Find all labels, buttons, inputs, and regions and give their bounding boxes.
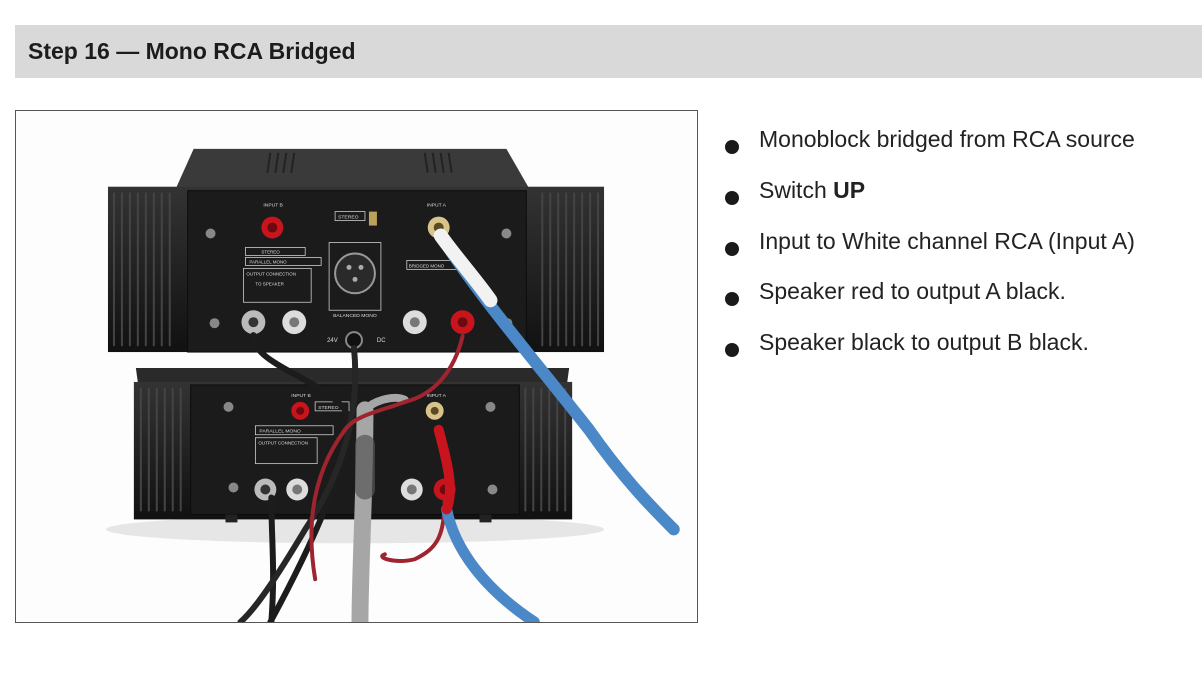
cables (237, 228, 680, 622)
upper-stereo-box-label: STEREO (261, 249, 280, 254)
step-photo: INPUT B STEREO INPUT A PARALLEL MONO OUT… (15, 110, 698, 623)
bullet-text: Monoblock bridged from RCA source (759, 126, 1135, 152)
bullet-dot-icon (725, 190, 739, 205)
upper-parallel-mono-label: PARALLEL MONO (249, 259, 287, 264)
upper-balanced-mono-label: BALANCED MONO (333, 313, 377, 319)
upper-output-connection-label: OUTPUT CONNECTION (246, 271, 296, 276)
step-title: Step 16 — Mono RCA Bridged (28, 38, 356, 64)
bullet-dot-icon (725, 292, 739, 307)
bullet-item: Input to White channel RCA (Input A) (725, 225, 1185, 259)
amplifier-photo-illustration: INPUT B STEREO INPUT A PARALLEL MONO OUT… (16, 111, 697, 622)
upper-stereo-label: STEREO (338, 215, 359, 221)
bullet-emphasis: UP (833, 176, 866, 203)
upper-input-a-label: INPUT A (427, 203, 447, 209)
lower-output-connection-label: OUTPUT CONNECTION (258, 441, 308, 446)
upper-bridged-mono-label: BRIDGED MONO (409, 263, 445, 268)
lower-stereo-label: STEREO (318, 405, 339, 411)
step-header: Step 16 — Mono RCA Bridged (15, 25, 1202, 78)
bullet-item: Speaker red to output A black. (725, 275, 1185, 309)
step-bullet-list: Monoblock bridged from RCA source Switch… (725, 123, 1185, 377)
bullet-dot-icon (725, 343, 739, 358)
bullet-dot-icon (725, 241, 739, 256)
upper-dc-label: DC (377, 338, 386, 344)
bullet-item: Speaker black to output B black. (725, 326, 1185, 360)
bullet-item: Monoblock bridged from RCA source (725, 123, 1185, 157)
bullet-dot-icon (725, 140, 739, 154)
bullet-text: Input to White channel RCA (Input A) (759, 227, 1135, 254)
lower-parallel-mono-label: PARALLEL MONO (259, 429, 301, 435)
bullet-text: Speaker red to output A black. (759, 278, 1066, 305)
lower-input-a-label: INPUT A (427, 393, 447, 399)
bullet-text: Speaker black to output B black. (759, 329, 1089, 356)
upper-input-b-label: INPUT B (263, 203, 283, 209)
lower-input-b-label: INPUT B (291, 393, 311, 399)
bullet-item: Switch UP (725, 174, 1185, 208)
upper-voltage-label: 24V (327, 338, 338, 344)
upper-to-speaker-label: TO SPEAKER (255, 281, 284, 286)
bullet-text: Switch (759, 176, 834, 203)
